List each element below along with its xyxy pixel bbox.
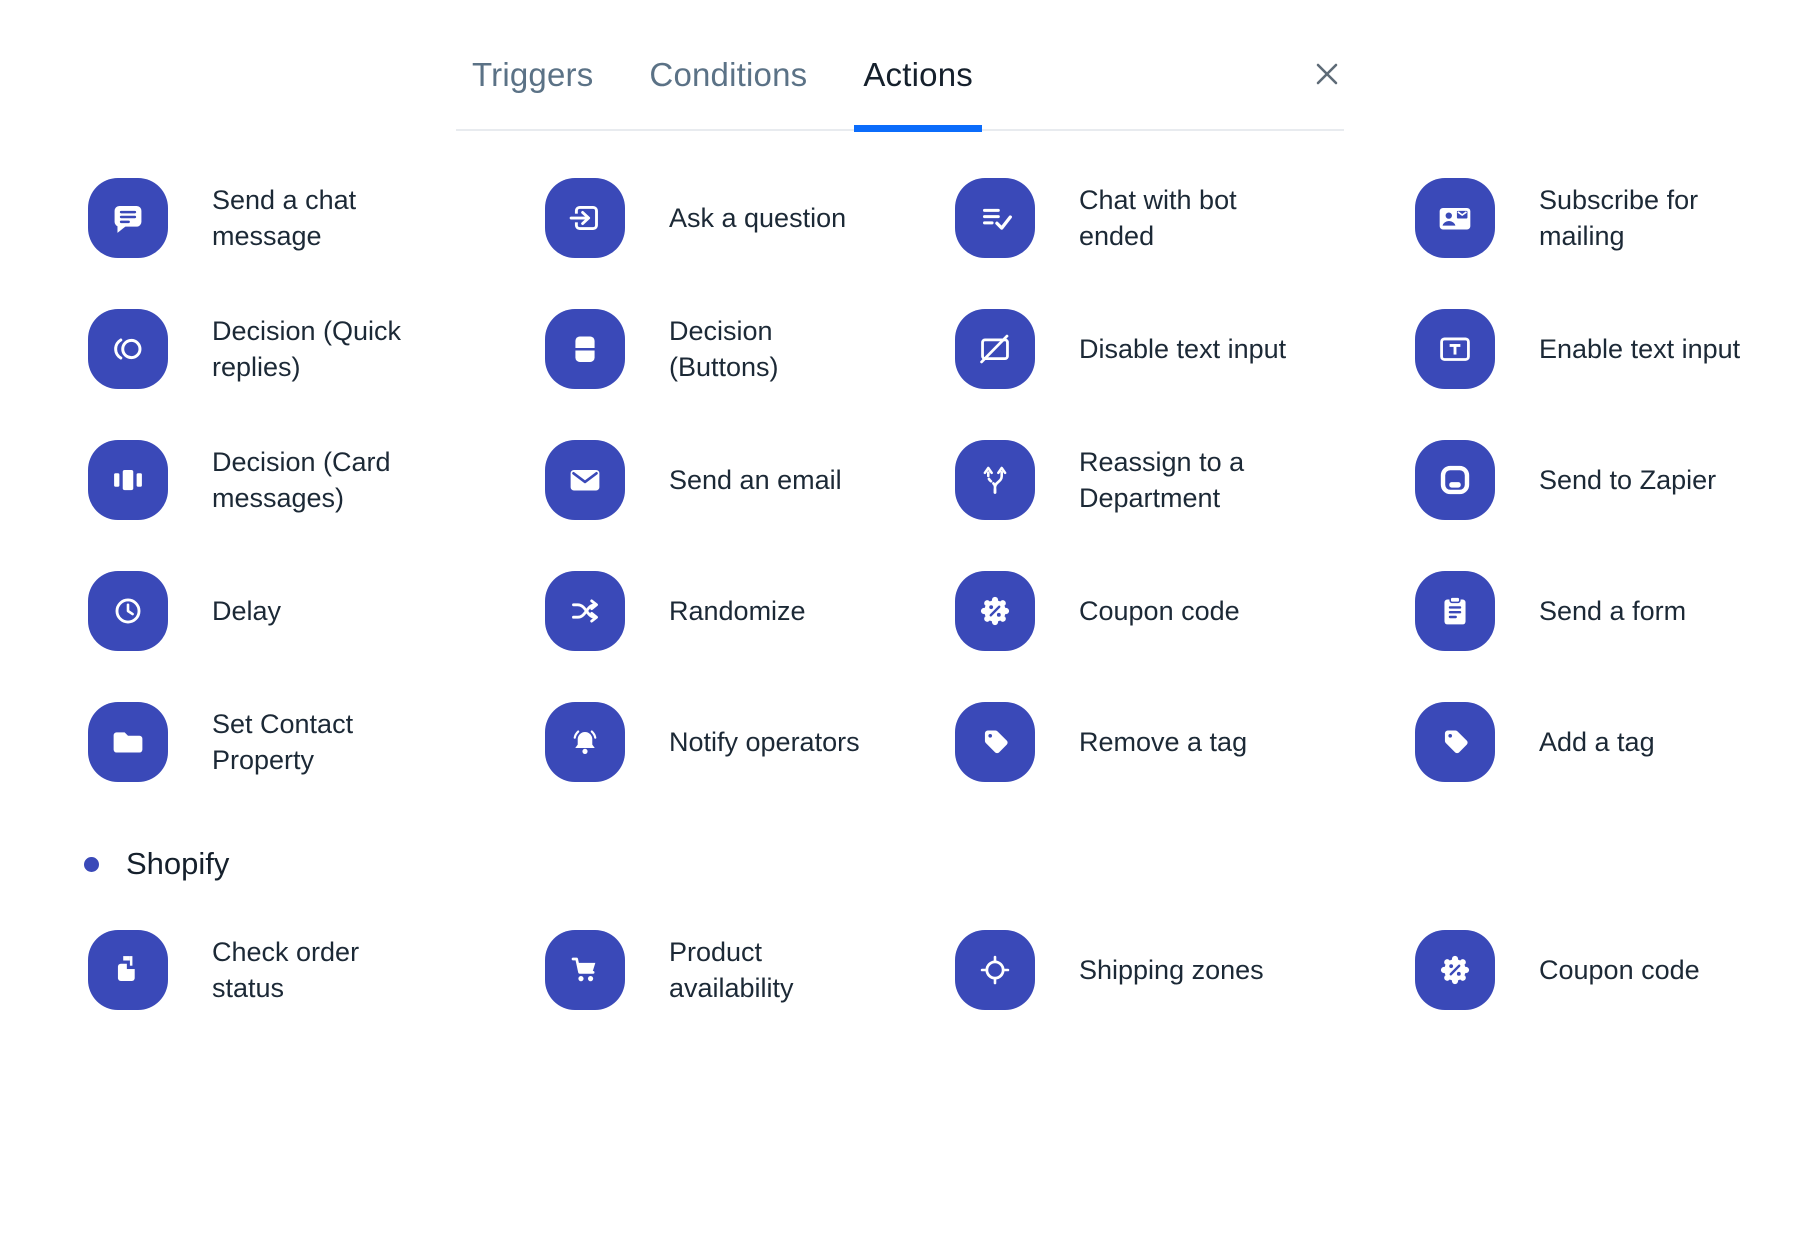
action-item-subscribe-for-mailing[interactable]: Subscribe for mailing: [1415, 178, 1800, 258]
action-item-ask-question[interactable]: Ask a question: [545, 178, 955, 258]
clipboard-icon: [1415, 571, 1495, 651]
crosshair-icon: [955, 930, 1035, 1010]
tag-icon: [955, 702, 1035, 782]
action-item-decision-card-messages[interactable]: Decision (Card messages): [88, 440, 545, 520]
folder-icon: [88, 702, 168, 782]
actions-grid: Send a chat message Ask a question Chat …: [0, 178, 1800, 782]
list-check-icon: [955, 178, 1035, 258]
action-item-label: Subscribe for mailing: [1539, 185, 1699, 251]
action-item-label: Set Contact Property: [212, 709, 354, 775]
action-item-label: Delay: [212, 596, 282, 626]
crossed-input-icon: [955, 309, 1035, 389]
action-item-notify-operators[interactable]: Notify operators: [545, 702, 955, 782]
action-item-randomize[interactable]: Randomize: [545, 571, 955, 651]
fork-arrows-icon: [955, 440, 1035, 520]
action-item-label: Decision (Card messages): [212, 447, 391, 513]
action-item-decision-quick-replies[interactable]: Decision (Quick replies): [88, 309, 545, 389]
stacked-buttons-icon: [545, 309, 625, 389]
clock-icon: [88, 571, 168, 651]
package-flag-icon: [88, 930, 168, 1010]
dialog-tab-bar: Triggers Conditions Actions: [456, 55, 1344, 132]
action-item-label: Enable text input: [1539, 334, 1741, 364]
discount-badge-icon: [1415, 930, 1495, 1010]
action-item-reassign-to-department[interactable]: Reassign to a Department: [955, 440, 1415, 520]
action-item-label: Reassign to a Department: [1079, 447, 1245, 513]
action-item-label: Decision (Quick replies): [212, 316, 402, 382]
action-item-label: Remove a tag: [1079, 727, 1248, 757]
rounded-square-bar-icon: [1415, 440, 1495, 520]
action-item-send-chat-message[interactable]: Send a chat message: [88, 178, 545, 258]
action-item-label: Add a tag: [1539, 727, 1655, 757]
shopify-actions-grid: Check order status Product availability …: [0, 930, 1800, 1010]
shopify-section-title: Shopify: [126, 846, 230, 881]
action-item-label: Shipping zones: [1079, 955, 1264, 985]
action-item-label: Ask a question: [669, 203, 847, 233]
shuffle-icon: [545, 571, 625, 651]
action-item-label: Send to Zapier: [1539, 465, 1717, 495]
action-item-remove-a-tag[interactable]: Remove a tag: [955, 702, 1415, 782]
close-button[interactable]: [1310, 57, 1344, 91]
action-item-shipping-zones[interactable]: Shipping zones: [955, 930, 1415, 1010]
chat-bubble-icon: [88, 178, 168, 258]
action-item-delay[interactable]: Delay: [88, 571, 545, 651]
shopify-section-header: Shopify: [84, 846, 1800, 882]
action-item-label: Notify operators: [669, 727, 860, 757]
action-item-label: Send a chat message: [212, 185, 357, 251]
action-item-label: Check order status: [212, 937, 360, 1003]
action-item-label: Disable text input: [1079, 334, 1287, 364]
action-item-label: Randomize: [669, 596, 806, 626]
action-item-product-availability[interactable]: Product availability: [545, 930, 955, 1010]
action-item-shopify-coupon-code[interactable]: Coupon code: [1415, 930, 1800, 1010]
action-item-label: Coupon code: [1079, 596, 1240, 626]
action-item-set-contact-property[interactable]: Set Contact Property: [88, 702, 545, 782]
close-icon: [1316, 63, 1338, 85]
action-item-check-order-status[interactable]: Check order status: [88, 930, 545, 1010]
card-carousel-icon: [88, 440, 168, 520]
tab-conditions[interactable]: Conditions: [649, 56, 808, 93]
contact-card-envelope-icon: [1415, 178, 1495, 258]
action-item-label: Send a form: [1539, 596, 1687, 626]
action-item-send-an-email[interactable]: Send an email: [545, 440, 955, 520]
shopping-cart-icon: [545, 930, 625, 1010]
action-item-label: Coupon code: [1539, 955, 1700, 985]
bell-icon: [545, 702, 625, 782]
action-item-label: Chat with bot ended: [1079, 185, 1237, 251]
action-item-enable-text-input[interactable]: Enable text input: [1415, 309, 1800, 389]
tag-icon: [1415, 702, 1495, 782]
envelope-icon: [545, 440, 625, 520]
discount-badge-icon: [955, 571, 1035, 651]
action-item-send-a-form[interactable]: Send a form: [1415, 571, 1800, 651]
action-item-send-to-zapier[interactable]: Send to Zapier: [1415, 440, 1800, 520]
tab-triggers[interactable]: Triggers: [472, 56, 594, 93]
action-item-chat-with-bot-ended[interactable]: Chat with bot ended: [955, 178, 1415, 258]
action-item-label: Product availability: [669, 937, 794, 1003]
action-item-coupon-code[interactable]: Coupon code: [955, 571, 1415, 651]
action-item-disable-text-input[interactable]: Disable text input: [955, 309, 1415, 389]
action-item-decision-buttons[interactable]: Decision (Buttons): [545, 309, 955, 389]
tab-actions[interactable]: Actions: [854, 56, 982, 132]
action-item-label: Send an email: [669, 465, 842, 495]
action-item-label: Decision (Buttons): [669, 316, 779, 382]
arrow-into-box-icon: [545, 178, 625, 258]
action-item-add-a-tag[interactable]: Add a tag: [1415, 702, 1800, 782]
concentric-circles-icon: [88, 309, 168, 389]
bullet-icon: [84, 856, 99, 872]
text-input-icon: [1415, 309, 1495, 389]
